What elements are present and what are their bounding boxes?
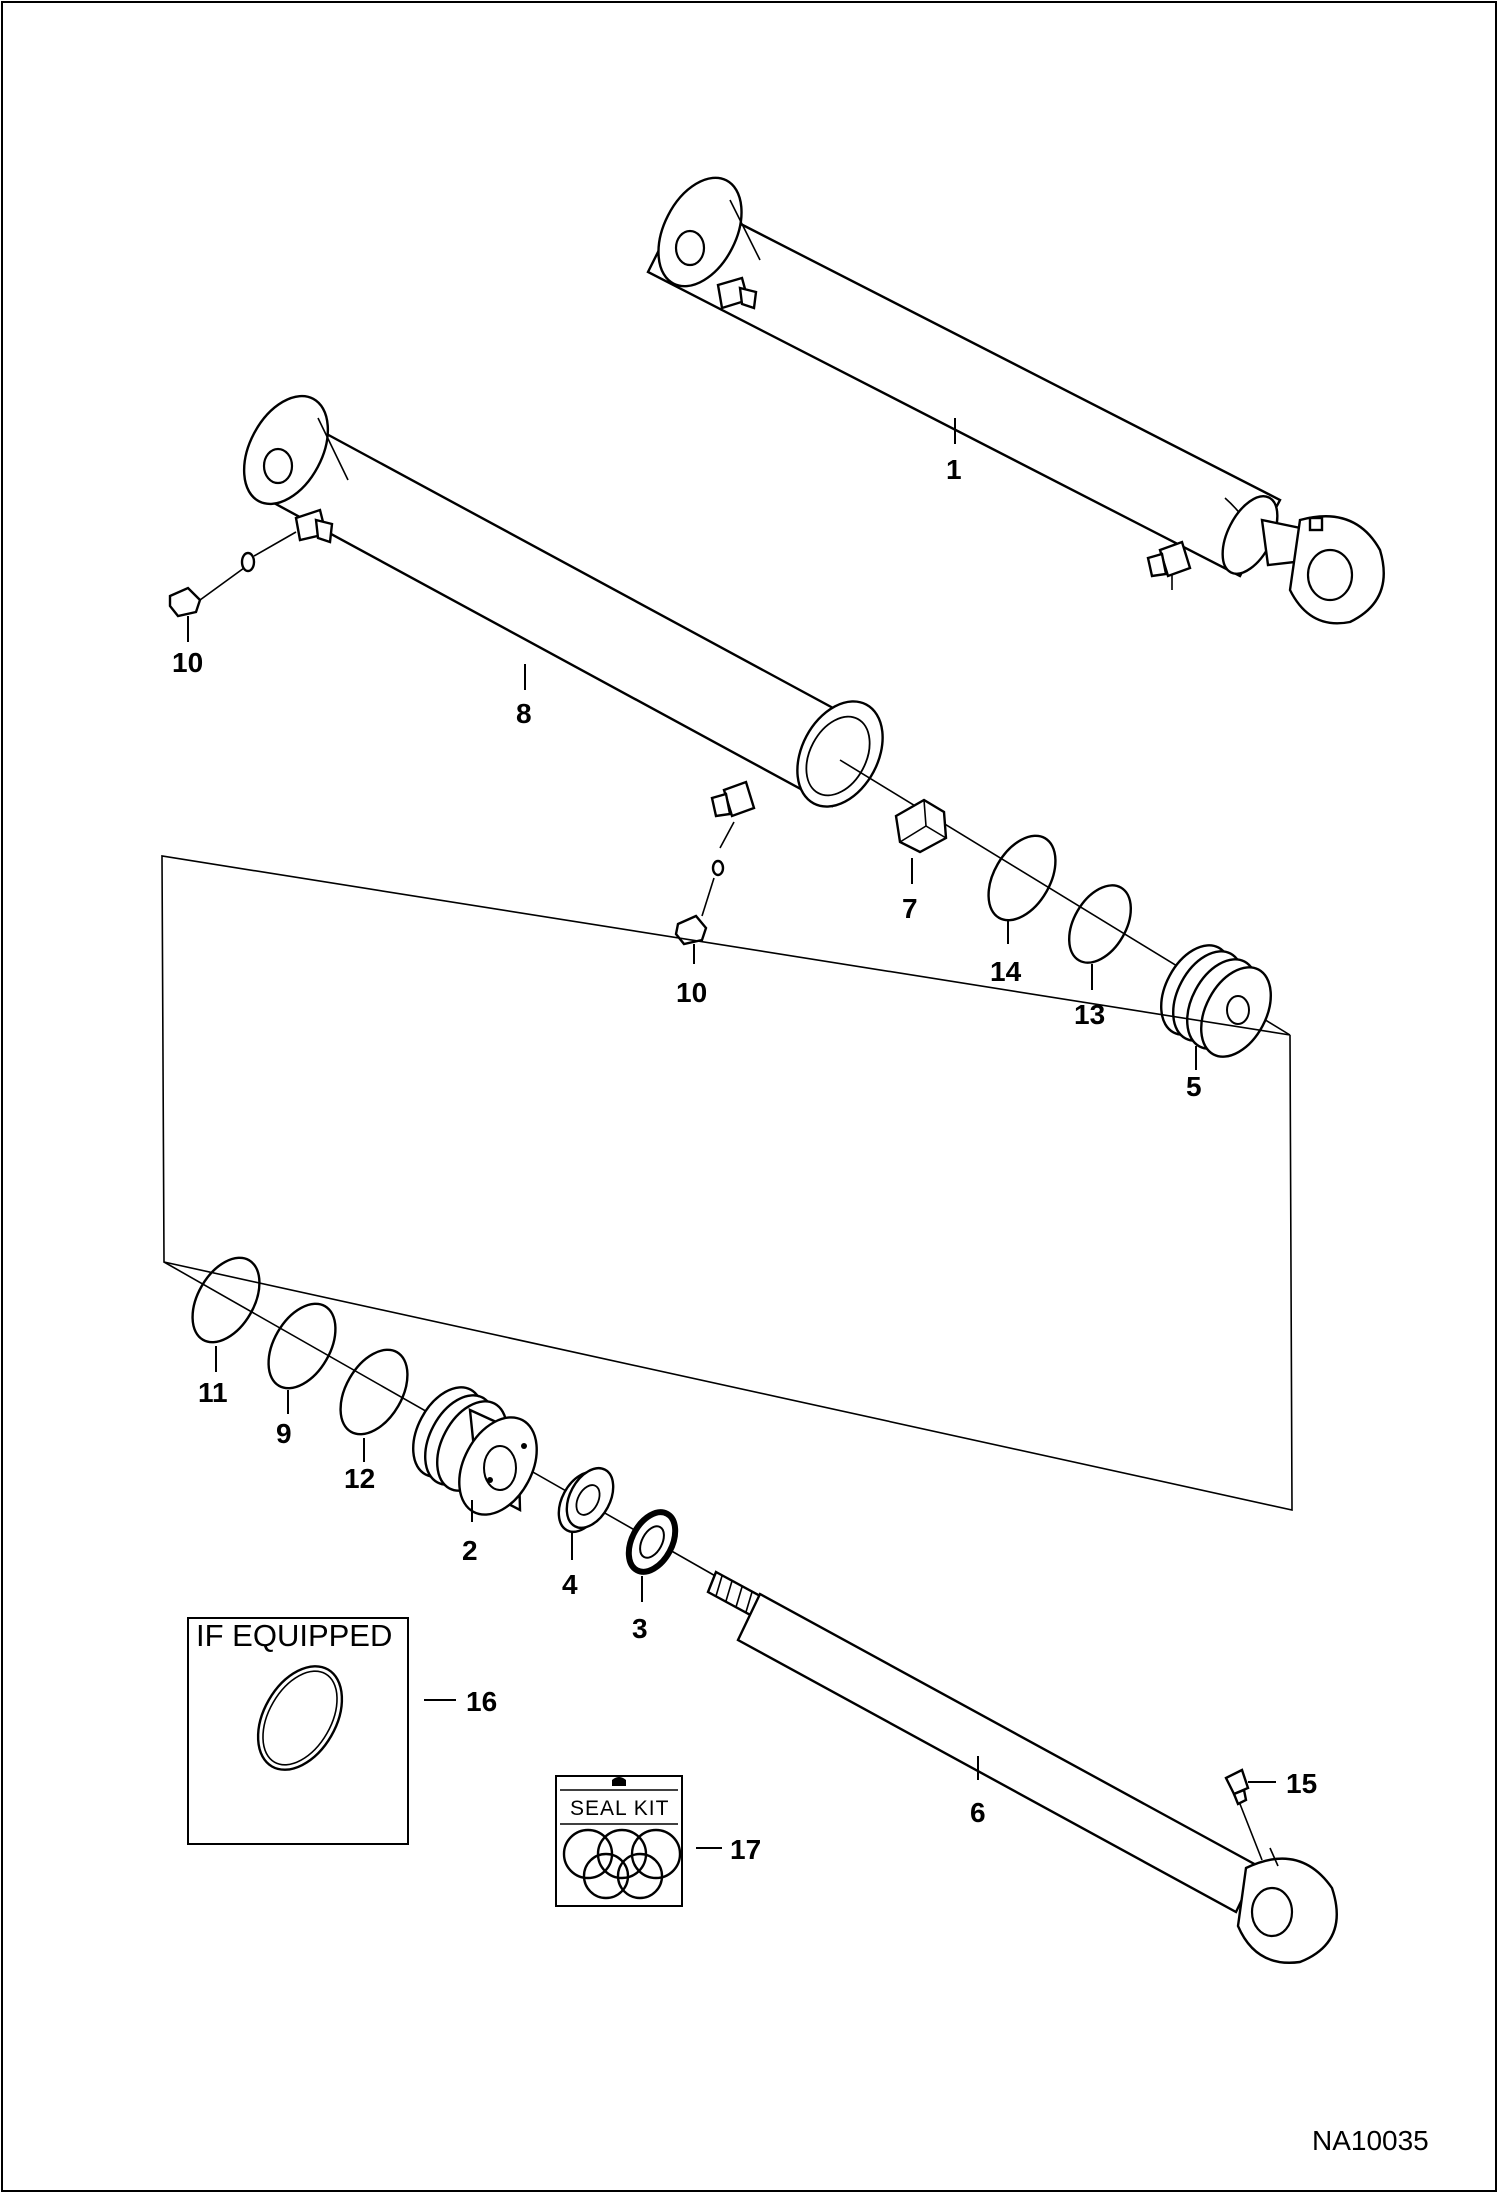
if-equipped-label: IF EQUIPPED xyxy=(196,1618,392,1653)
callout-16: 16 xyxy=(466,1686,497,1717)
callout-8: 8 xyxy=(516,698,532,729)
callout-15: 15 xyxy=(1286,1768,1317,1799)
if-equipped-box: IF EQUIPPED xyxy=(187,1617,409,1845)
drawing-number: NA10035 xyxy=(1312,2125,1429,2156)
seal-kit-label: SEAL KIT xyxy=(570,1797,669,1820)
rod-wiper xyxy=(557,1467,615,1533)
plug-upper xyxy=(168,531,297,618)
callout-7: 7 xyxy=(902,893,918,924)
grease-fitting xyxy=(1224,1768,1263,1861)
callout-3: 3 xyxy=(632,1613,648,1644)
callout-10b: 10 xyxy=(676,977,707,1008)
callout-4: 4 xyxy=(562,1569,578,1600)
ring-12 xyxy=(339,1348,409,1436)
seal-ring-13 xyxy=(1068,884,1132,964)
callout-9: 9 xyxy=(276,1418,292,1449)
piston xyxy=(1160,944,1272,1058)
assembly-bracket xyxy=(161,855,1293,1511)
seal-kit-bag: SEAL KIT xyxy=(555,1775,683,1907)
callout-6: 6 xyxy=(970,1797,986,1828)
ring-9 xyxy=(267,1302,337,1390)
ring-11 xyxy=(191,1256,261,1344)
callout-12: 12 xyxy=(344,1463,375,1494)
callout-2: 2 xyxy=(462,1535,478,1566)
piston-rod xyxy=(706,1570,1338,1964)
rod-seal xyxy=(625,1509,679,1575)
plug-lower xyxy=(674,821,735,946)
callout-10a: 10 xyxy=(172,647,203,678)
callout-14: 14 xyxy=(990,956,1022,987)
callout-1: 1 xyxy=(946,454,962,485)
cylinder-head xyxy=(412,1386,538,1516)
callout-5: 5 xyxy=(1186,1071,1202,1102)
piston-nut xyxy=(894,798,948,854)
cylinder-barrel xyxy=(242,394,884,818)
callout-11: 11 xyxy=(198,1377,228,1408)
wear-ring-14 xyxy=(987,834,1057,922)
assembled-cylinder xyxy=(646,176,1385,625)
callout-17: 17 xyxy=(730,1834,761,1865)
